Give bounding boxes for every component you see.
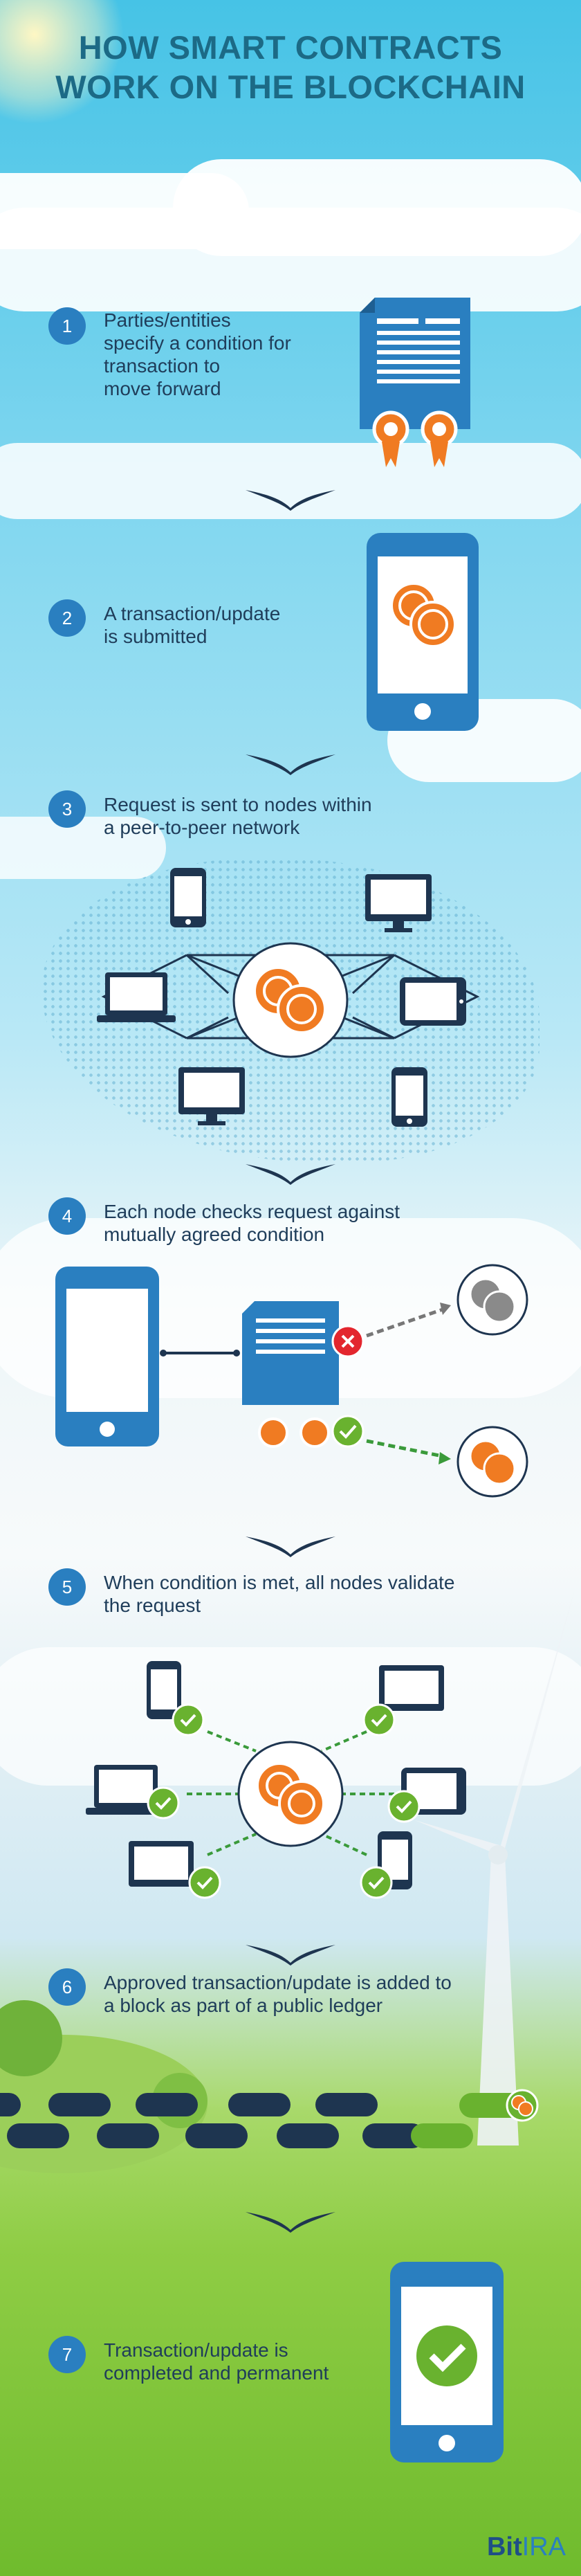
smartphone-complete-icon: [390, 2262, 504, 2462]
chevron-down-icon: [246, 2212, 335, 2233]
tree: [0, 2000, 62, 2076]
blockchain-chain: [0, 2089, 539, 2148]
cloud: [0, 817, 166, 879]
wind-turbine: [415, 1592, 574, 2146]
step-6-number: 6: [48, 1968, 86, 2006]
chevron-down-icon: [246, 1945, 335, 1966]
step-5-text: When condition is met, all nodes validat…: [104, 1572, 455, 1616]
network-diagram: [101, 942, 480, 1058]
phone-node-icon: [391, 1067, 427, 1127]
step-2-number: 2: [48, 599, 86, 637]
chevron-down-icon: [246, 754, 335, 775]
validation-diagram: [86, 1661, 466, 1899]
cloud: [0, 443, 581, 519]
contract-document-icon: [360, 298, 470, 467]
cloud: [0, 208, 581, 311]
phone-node-icon: [170, 868, 206, 927]
chevron-down-icon: [246, 1164, 335, 1185]
monitor-node-icon: [178, 1067, 245, 1125]
step-1-number: 1: [48, 307, 86, 345]
monitor-node-icon: [365, 874, 432, 932]
bitira-logo: BitIRA: [486, 2532, 566, 2561]
chevron-down-icon: [246, 490, 335, 511]
tablet-node-icon: [400, 977, 466, 1026]
smartphone-icon: [367, 533, 479, 731]
chevron-down-icon: [246, 1536, 335, 1557]
step-3-number: 3: [48, 790, 86, 828]
page-title: HOW SMART CONTRACTS WORK ON THE BLOCKCHA…: [55, 29, 526, 105]
step-7-number: 7: [48, 2336, 86, 2373]
laptop-node-icon: [97, 972, 176, 1022]
step-4-number: 4: [48, 1197, 86, 1235]
step-5-number: 5: [48, 1568, 86, 1606]
condition-check-diagram: [55, 1264, 528, 1498]
